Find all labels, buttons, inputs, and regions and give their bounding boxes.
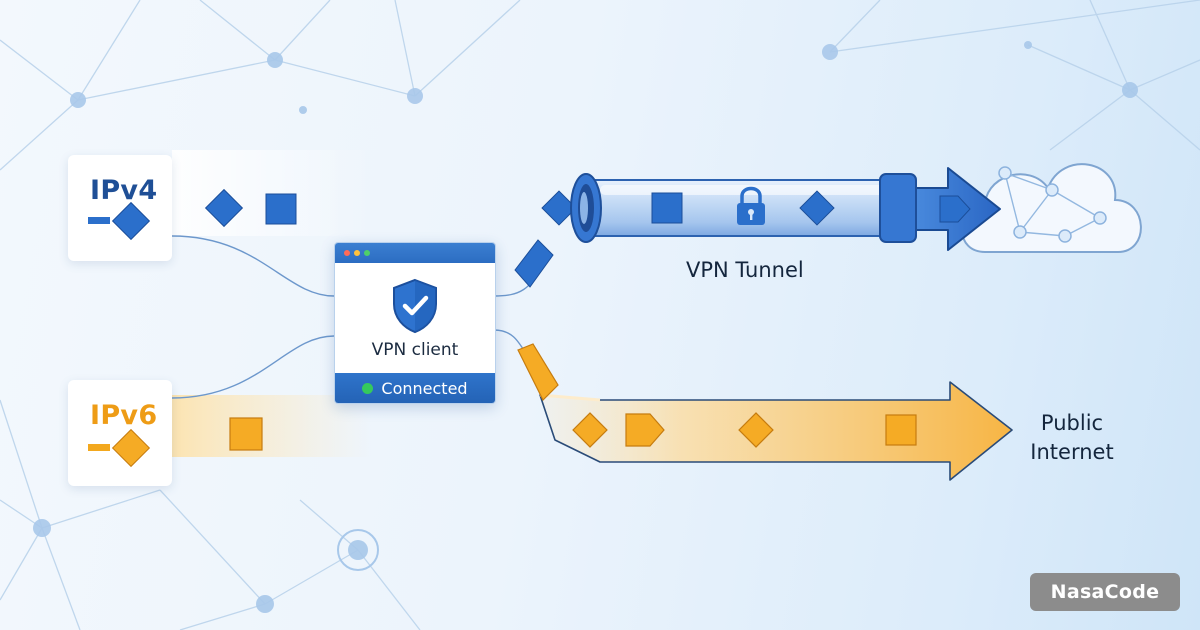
stream-edge <box>539 393 601 402</box>
background-nodes <box>33 41 1138 613</box>
public-internet-label-line1: Public <box>1040 411 1104 435</box>
window-minimize-dot <box>354 250 360 256</box>
ipv4-card: IPv4 <box>68 155 172 261</box>
ipv6-card: IPv6 <box>68 380 172 486</box>
ipv4-packet-square <box>265 193 297 225</box>
internet-packet-diamond-2 <box>738 412 774 448</box>
status-indicator-dot <box>362 382 374 394</box>
ipv6-card-icon <box>88 428 151 468</box>
ipv4-card-title: IPv4 <box>90 175 158 206</box>
padlock-icon <box>737 186 765 225</box>
connection-status-bar: Connected <box>335 373 495 403</box>
packet-diamond-to-tunnel <box>541 190 577 226</box>
ipv6-stream-glow <box>172 395 372 457</box>
tunnel-packet-diamond <box>799 190 835 226</box>
shield-check-icon <box>393 278 437 334</box>
internet-packet-square <box>885 414 917 446</box>
vpn-tunnel-label: VPN Tunnel <box>686 258 804 282</box>
window-close-dot <box>344 250 350 256</box>
ipv6-card-title: IPv6 <box>90 400 158 431</box>
vpn-client-label: VPN client <box>371 340 459 360</box>
public-internet-label: Public Internet <box>1026 409 1118 467</box>
internet-packet-diamond-1 <box>572 412 608 448</box>
connector-lines <box>171 235 546 399</box>
internet-packet-pentagon <box>625 413 665 447</box>
ipv6-packet-square <box>229 417 263 451</box>
packet-slab-to-internet <box>517 343 559 402</box>
packet-slab-to-tunnel <box>514 239 554 288</box>
public-internet-arrow <box>539 381 1013 481</box>
window-maximize-dot <box>364 250 370 256</box>
tunnel-packet-square <box>651 192 683 224</box>
window-titlebar <box>335 243 495 263</box>
cloud-network-icon <box>961 163 1142 253</box>
vpn-client-window: VPN client Connected <box>334 242 496 404</box>
connection-status-text: Connected <box>381 378 468 398</box>
ipv4-packet-diamond <box>204 188 244 228</box>
background-node-ring <box>337 529 379 571</box>
tunnel-exit-packet <box>939 195 971 223</box>
ipv4-card-icon <box>88 201 151 241</box>
public-internet-label-line2: Internet <box>1030 440 1114 464</box>
watermark-badge: NasaCode <box>1030 573 1180 611</box>
